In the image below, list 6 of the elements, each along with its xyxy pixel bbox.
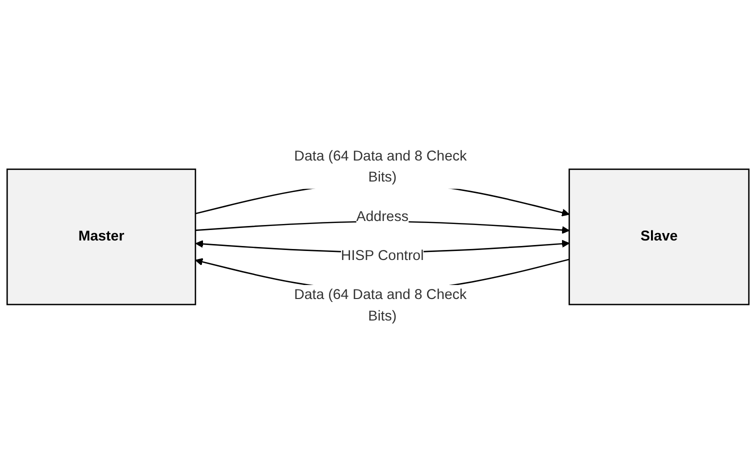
edge-label: HISP Control (340, 248, 424, 264)
edge-label: Address (356, 208, 408, 224)
node-box: Master (6, 168, 196, 305)
node-box: Slave (568, 168, 750, 305)
edge-label: Data (64 Data and 8 Check Bits) (294, 148, 467, 185)
edge-label: Data (64 Data and 8 Check Bits) (294, 287, 467, 324)
